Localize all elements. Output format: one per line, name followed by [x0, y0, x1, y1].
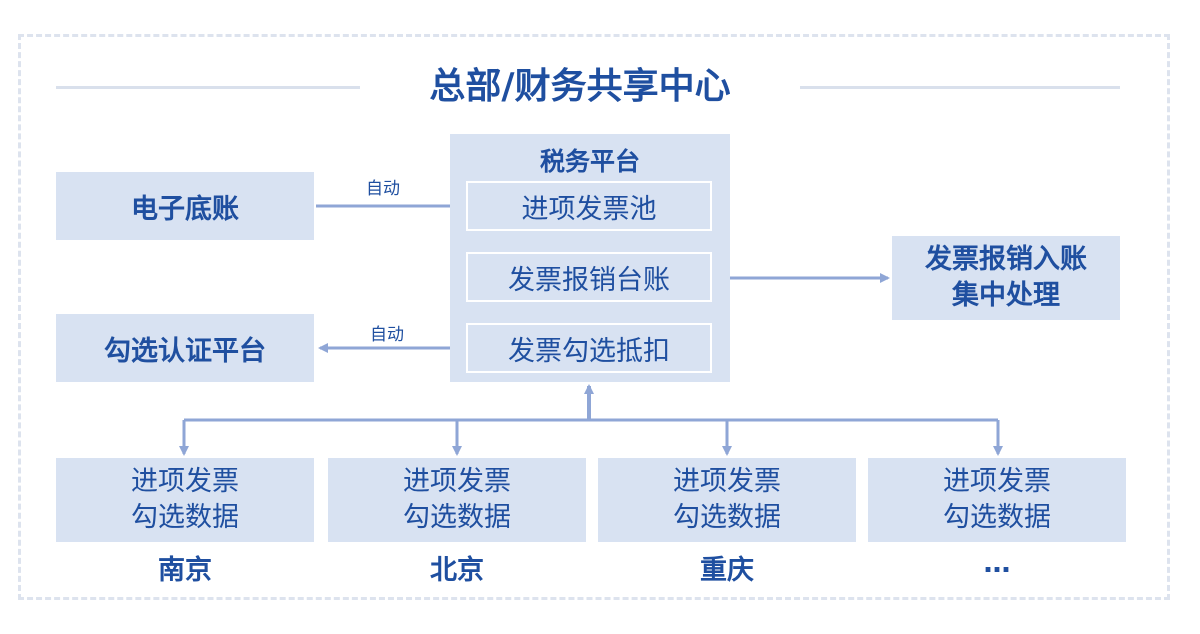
city-label-more: …: [983, 548, 1011, 579]
branch-line2: 勾选数据: [131, 502, 239, 533]
branch-line1: 进项发票: [131, 466, 239, 497]
branch-box-chongqing: 进项发票 勾选数据: [598, 458, 856, 542]
tax-platform-box: 税务平台 进项发票池 发票报销台账 发票勾选抵扣: [450, 134, 730, 382]
branch-line2: 勾选数据: [673, 502, 781, 533]
selection-platform-box: 勾选认证平台: [56, 314, 314, 382]
input-invoice-pool: 进项发票池: [466, 181, 712, 231]
city-label-nanjing: 南京: [158, 555, 212, 586]
tax-platform-title: 税务平台: [539, 147, 640, 176]
outer-dashed-frame: [18, 34, 1170, 600]
auto-label-top: 自动: [366, 179, 400, 199]
branch-line1: 进项发票: [403, 466, 511, 497]
branch-line1: 进项发票: [673, 466, 781, 497]
city-label-chongqing: 重庆: [700, 555, 754, 586]
diagram-title: 总部/财务共享中心: [429, 66, 731, 107]
reimbursement-line2: 集中处理: [952, 280, 1060, 311]
title-rule-right: [800, 86, 1120, 89]
branch-line2: 勾选数据: [403, 502, 511, 533]
electronic-ledger-box: 电子底账: [56, 172, 314, 240]
reimbursement-processing-box: 发票报销入账 集中处理: [892, 236, 1120, 320]
branch-line2: 勾选数据: [943, 502, 1051, 533]
branch-box-beijing: 进项发票 勾选数据: [328, 458, 586, 542]
auto-label-bottom: 自动: [370, 325, 404, 345]
branch-box-nanjing: 进项发票 勾选数据: [56, 458, 314, 542]
branch-box-more: 进项发票 勾选数据: [868, 458, 1126, 542]
reimbursement-line1: 发票报销入账: [925, 244, 1087, 275]
title-rule-left: [56, 86, 360, 89]
invoice-selection-deduction: 发票勾选抵扣: [466, 323, 712, 373]
invoice-reimbursement-ledger: 发票报销台账: [466, 252, 712, 302]
branch-line1: 进项发票: [943, 466, 1051, 497]
city-label-beijing: 北京: [430, 555, 484, 586]
